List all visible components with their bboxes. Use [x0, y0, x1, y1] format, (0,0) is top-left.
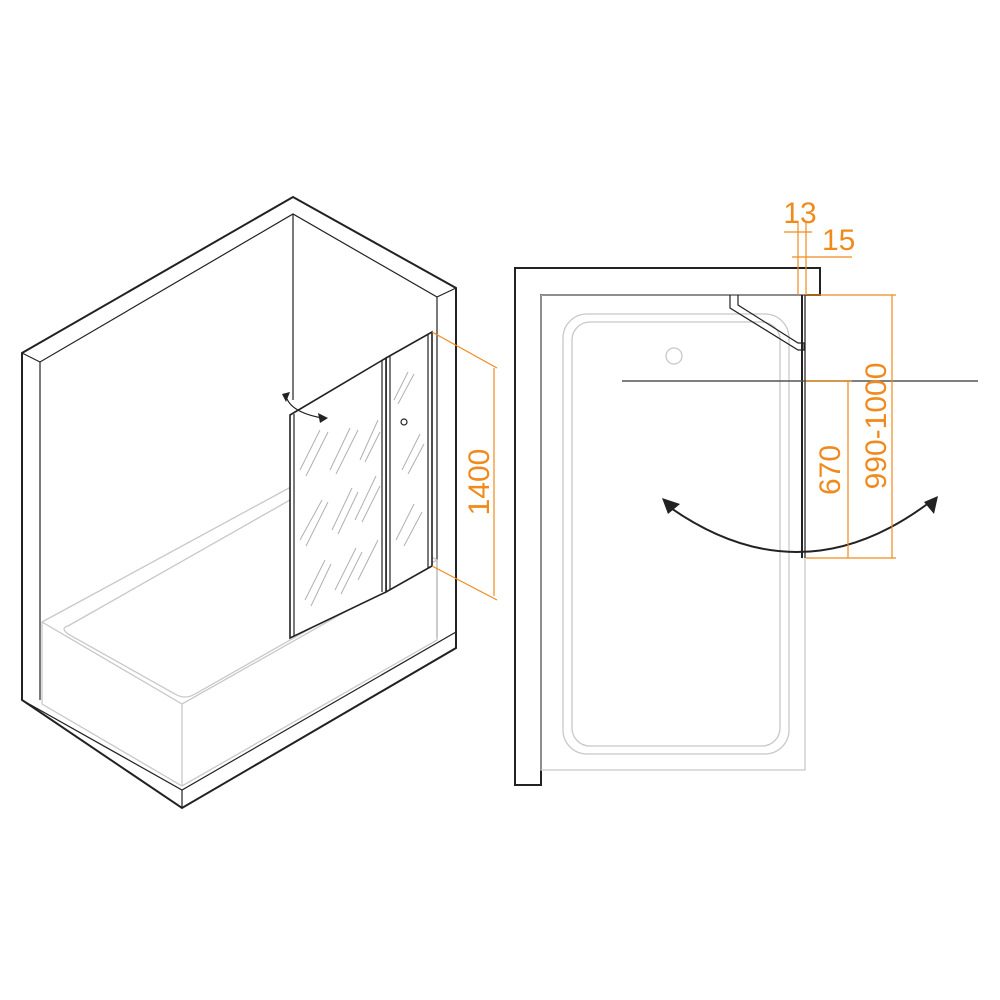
wall-right-edge	[436, 287, 457, 298]
swing-arc	[667, 501, 931, 553]
swing-arrow-left	[662, 498, 680, 514]
height-label: 1400	[463, 449, 496, 516]
tub-outer-plan	[540, 294, 806, 771]
floor-edge	[21, 631, 457, 791]
dimension-top: 13 15	[783, 197, 855, 295]
dim-overall-label: 990-1000	[860, 363, 893, 490]
rotation-arrow-head-2	[318, 413, 328, 423]
drain-plan	[665, 347, 683, 365]
tub-rim-plan	[562, 313, 790, 755]
tub-inner-plan	[571, 321, 781, 747]
support-bar-plan	[729, 295, 805, 351]
dim-13-label: 13	[783, 197, 816, 230]
wall-plan	[514, 267, 821, 786]
top-view: 13 15 990-1000 670	[514, 197, 978, 786]
dim-panel-label: 670	[814, 445, 847, 495]
hinge-knob	[400, 418, 408, 426]
dimension-height-iso: 1400	[431, 331, 498, 601]
dimension-plan-vertical: 990-1000 670	[806, 294, 896, 559]
fixed-glass-panel	[385, 330, 433, 594]
dim-15-label: 15	[822, 224, 855, 257]
swing-glass-panel	[289, 356, 387, 640]
rotation-arrow-head-1	[282, 392, 290, 402]
swing-arrow-right	[924, 496, 938, 514]
glass-pattern	[299, 371, 425, 607]
isometric-view: 1400	[21, 195, 498, 810]
